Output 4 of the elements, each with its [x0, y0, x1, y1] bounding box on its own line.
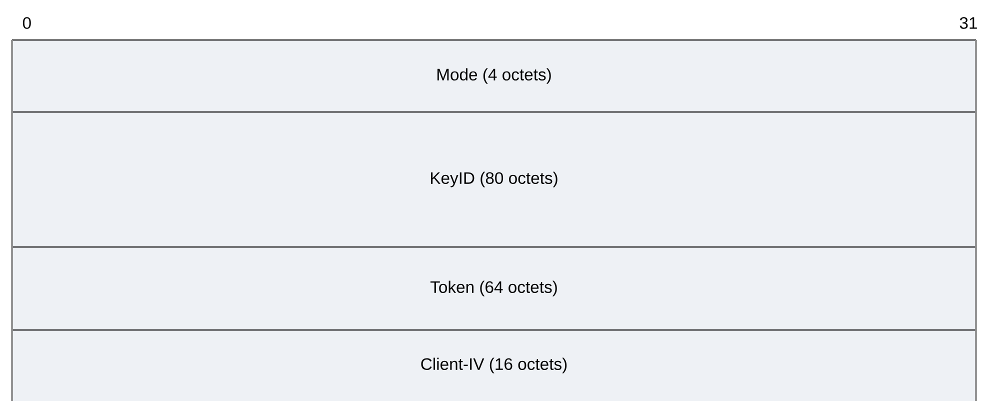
field-row: Token (64 octets) [12, 247, 976, 330]
field-row: Mode (4 octets) [12, 40, 976, 112]
field-row: KeyID (80 octets) [12, 112, 976, 247]
field-row: Client-IV (16 octets) [12, 330, 976, 401]
